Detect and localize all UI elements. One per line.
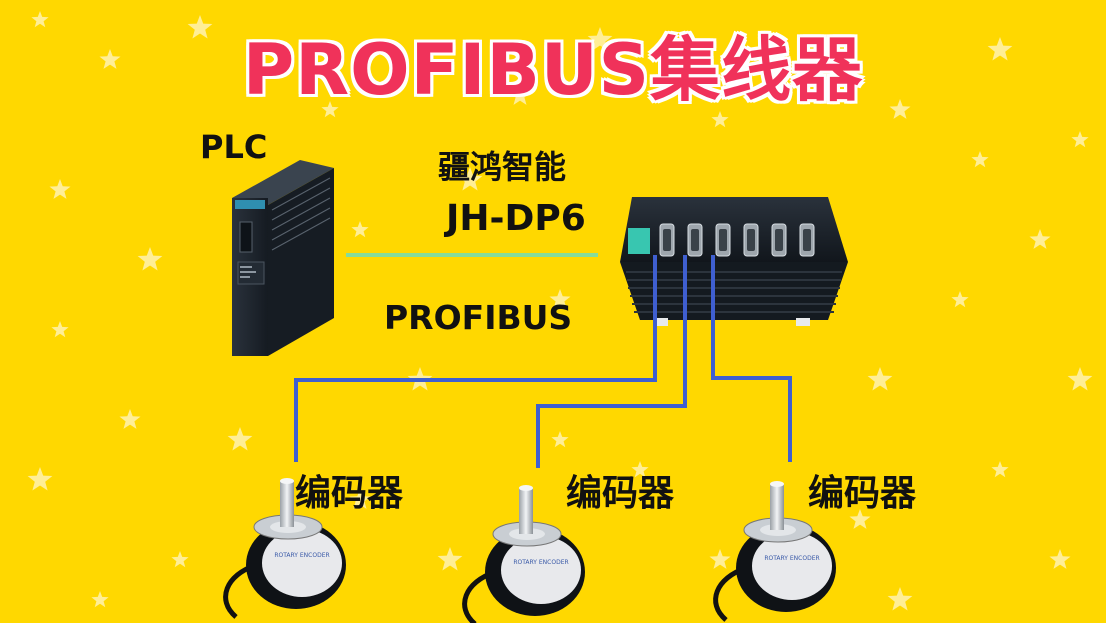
star-icon [171,551,189,568]
star-icon [769,49,791,69]
encoder-plate-text: ROTARY ENCODER [274,552,329,559]
encoder-label-3: 编码器 [808,473,917,514]
star-icon [1029,229,1051,249]
encoder-plate-text: ROTARY ENCODER [764,555,819,562]
star-icon [991,461,1009,478]
star-icon [509,85,531,105]
star-icon [1071,131,1089,148]
star-icon [437,547,463,571]
hub-brand-label: 疆鸿智能 [438,148,567,186]
star-icon [849,509,871,529]
cable-encoder-1 [294,255,657,462]
encoder-label-1: 编码器 [295,473,404,514]
hub-device [620,197,848,326]
star-icon [27,467,53,491]
page-title: PROFIBUS集线器 [242,29,864,111]
cable-encoder-3 [711,255,792,462]
star-icon [99,49,121,69]
star-icon [49,179,71,199]
encoder-2: ROTARY ENCODER [462,485,585,623]
plc-label: PLC [200,128,268,166]
star-icon [31,11,49,28]
star-icon [51,321,69,338]
star-icon [971,151,989,168]
star-icon [91,591,109,608]
star-icon [349,489,371,509]
star-icon [587,27,613,51]
encoders-group: ROTARY ENCODER ROTARY ENCODER ROTARY ENCOD… [223,478,836,623]
encoder-label-2: 编码器 [566,473,675,514]
star-icon [119,409,141,429]
bus-cables [294,255,792,468]
star-icon [137,247,163,271]
bus-label: PROFIBUS [384,298,573,337]
cable-encoder-2 [536,255,687,468]
hub-model-label: JH-DP6 [446,198,586,239]
encoder-plate-text: ROTARY ENCODER [513,559,568,566]
star-icon [1067,367,1093,391]
star-icon [551,431,569,448]
star-icon [227,427,253,451]
encoder-1: ROTARY ENCODER [223,478,346,619]
star-icon [987,37,1013,61]
plc-device [232,160,334,356]
star-icon [1049,549,1071,569]
star-icon [709,549,731,569]
star-icon [889,99,911,119]
star-icon [867,367,893,391]
star-icon [631,461,649,478]
star-icon [321,101,339,118]
star-icon [187,15,213,39]
star-icon [951,291,969,308]
star-icon [549,289,571,309]
star-icon [711,111,729,128]
star-icon [457,167,483,191]
encoder-3: ROTARY ENCODER [713,481,836,622]
star-icon [351,221,369,238]
star-icon [887,587,913,611]
